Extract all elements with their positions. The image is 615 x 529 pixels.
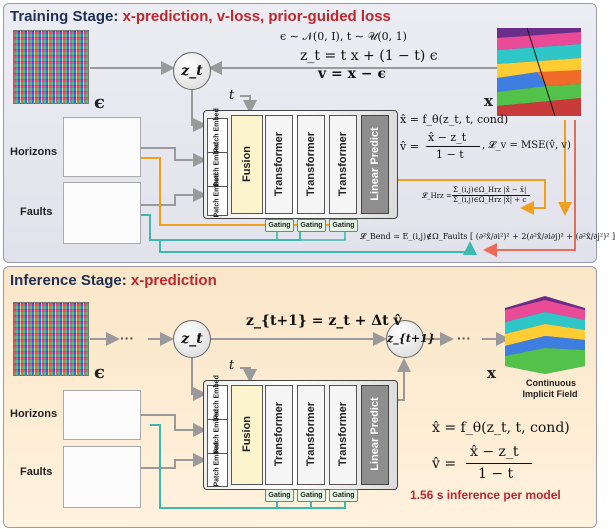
inference-transformer-1-label: Transformer (273, 401, 285, 467)
training-title-label: Training Stage: (10, 8, 119, 25)
inference-epsilon-label: ϵ (94, 362, 105, 383)
training-title-highlight: x-prediction, v-loss, prior-guided loss (122, 8, 391, 25)
inference-transformer-2-label: Transformer (305, 401, 317, 467)
inference-eq-vhat-den: 1 − t (478, 466, 514, 482)
inference-stage-title: Inference Stage: x-prediction (10, 272, 217, 289)
training-eq-lbend: 𝓛_Bend = E_(i,j)∉Ω_Faults [ (∂²x̂/∂i²)² … (360, 232, 615, 241)
training-stage-title: Training Stage: x-prediction, v-loss, pr… (10, 8, 391, 25)
inference-transformer-3-label: Transformer (337, 401, 349, 467)
inference-gating-3: Gating (329, 489, 358, 502)
training-transformer-2: Transformer (297, 115, 325, 214)
training-eq-lhrz-lhs: 𝓛_Hrz = (422, 192, 452, 200)
inference-patch-embed-3-label: Patch Embed (213, 442, 221, 487)
training-gating-2: Gating (297, 219, 326, 232)
inference-horizons-label: Horizons (10, 408, 58, 420)
training-linear-predict: Linear Predict (361, 115, 389, 214)
inference-timing: 1.56 s inference per model (410, 488, 561, 502)
inference-transformer-1: Transformer (265, 385, 293, 485)
training-noise-image (13, 30, 89, 104)
inference-gating-1: Gating (265, 489, 294, 502)
training-zt-node: z_t (173, 52, 211, 90)
inference-title-label: Inference Stage: (10, 272, 127, 289)
training-eq-lhrz-num: Σ_(i,j)∈Ω_Hrz |x̂ − x̄| (453, 186, 527, 194)
inference-x-label: x (487, 364, 496, 382)
inference-eq-update: z_{t+1} = z_t + Δt v̂ (246, 313, 402, 329)
training-faults-thumbnail (63, 182, 141, 244)
training-t-label: t (229, 88, 235, 103)
training-faults-label: Faults (20, 206, 53, 218)
inference-output-caption-2: Implicit Field (522, 389, 578, 399)
inference-fusion-block: Fusion (231, 385, 263, 485)
training-eq-vhat-bar (426, 146, 480, 147)
training-eq-noise: ϵ ∼ 𝒩(0, I), t ∼ 𝒰(0, 1) (280, 30, 407, 43)
inference-transformer-3: Transformer (329, 385, 357, 485)
inference-output-field-image (505, 296, 585, 374)
inference-faults-thumbnail (63, 446, 141, 508)
inference-gating-2: Gating (297, 489, 326, 502)
inference-zt1-node: z_{t+1} (386, 320, 435, 358)
inference-horizons-thumbnail (63, 390, 141, 440)
training-epsilon-label: ϵ (94, 92, 105, 113)
training-fusion-block: Fusion (231, 115, 263, 214)
inference-patch-embed-3: Patch Embed (207, 442, 228, 487)
training-patch-embed-3: Patch Embed (207, 173, 228, 218)
inference-output-caption-1: Continuous (526, 378, 576, 388)
training-gating-1: Gating (265, 219, 294, 232)
inference-faults-label: Faults (20, 466, 53, 478)
inference-linear-predict-label: Linear Predict (369, 397, 381, 471)
training-horizons-label: Horizons (10, 146, 58, 158)
training-gating-3: Gating (329, 219, 358, 232)
inference-eq-xhat: x̂ = f_θ(z_t, t, cond) (432, 420, 570, 436)
training-eq-xhat: x̂ = f_θ(z_t, t, cond) (400, 113, 509, 126)
training-eq-vhat-num: x̂ − z_t (428, 131, 467, 144)
training-horizons-thumbnail (63, 117, 141, 177)
training-eq-vhat-lhs: v̂ = (400, 140, 419, 153)
training-target-field-image (497, 27, 581, 117)
inference-t-label: t (229, 358, 235, 373)
training-eq-lhrz-bar (452, 195, 530, 196)
inference-eq-vhat-lhs: v̂ = (432, 456, 457, 472)
training-x-label: x (484, 92, 493, 110)
inference-zt-node: z_t (173, 320, 211, 358)
inference-ellipsis-2: ··· (457, 330, 471, 346)
training-eq-vhat-den: 1 − t (436, 148, 464, 161)
training-transformer-1: Transformer (265, 115, 293, 214)
inference-eq-vhat-num: x̂ − z_t (470, 444, 519, 460)
inference-fusion-label: Fusion (241, 415, 253, 453)
inference-eq-vhat-bar (466, 463, 532, 464)
training-eq-zt: z_t = t x + (1 − t) ϵ (300, 48, 438, 64)
training-eq-lhrz-den: Σ_(i,j)∈Ω_Hrz |x̂| + c (453, 196, 527, 204)
training-transformer-3: Transformer (329, 115, 357, 214)
inference-noise-image (13, 302, 89, 376)
inference-transformer-2: Transformer (297, 385, 325, 485)
inference-linear-predict: Linear Predict (361, 385, 389, 485)
training-eq-lv: , 𝓛_v = MSE(v̂, v) (482, 140, 571, 151)
inference-title-highlight: x-prediction (130, 272, 217, 289)
training-eq-v: v = x − ϵ (318, 66, 386, 82)
inference-ellipsis-1: ··· (120, 330, 134, 346)
